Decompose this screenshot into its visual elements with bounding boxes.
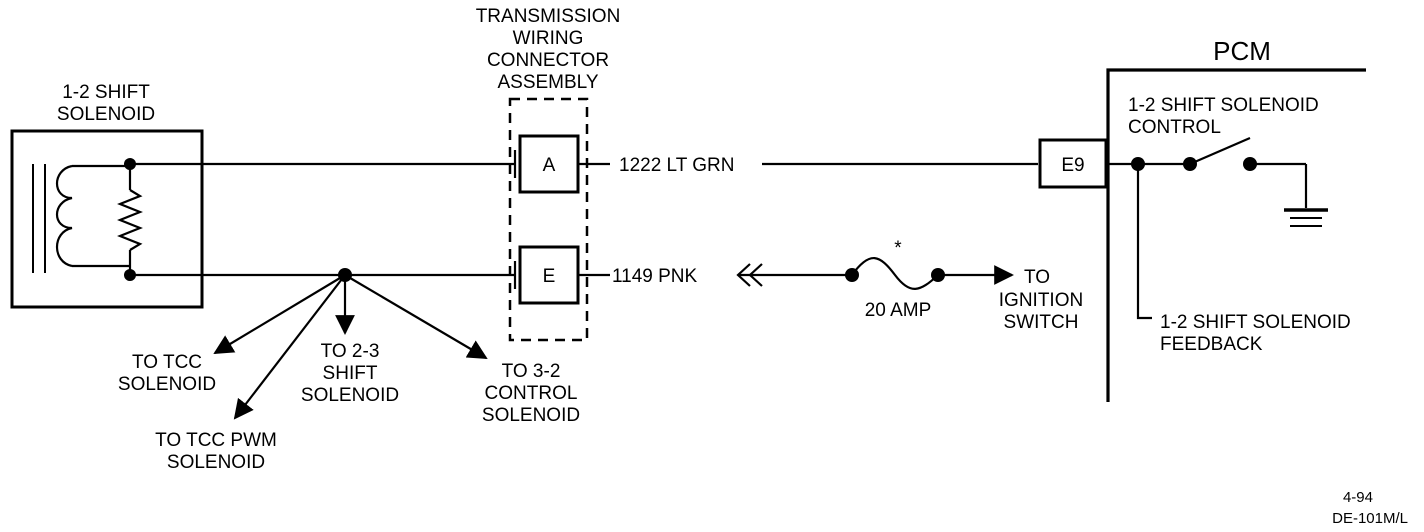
fuse-icon bbox=[851, 257, 939, 290]
pin-e-label: E bbox=[543, 266, 556, 287]
control-32-label-line-2: CONTROL bbox=[485, 383, 578, 404]
footer-date: 4-94 bbox=[1343, 489, 1373, 506]
solenoid-housing bbox=[10, 129, 204, 309]
shift-solenoid-1-2: 1-2 SHIFT SOLENOID bbox=[10, 82, 204, 309]
shift-23-label-line-2: SHIFT bbox=[323, 363, 378, 384]
feedback-label-line-2: FEEDBACK bbox=[1160, 334, 1263, 355]
ignition-label-line-1: TO bbox=[1024, 267, 1050, 288]
control-label-line-1: 1-2 SHIFT SOLENOID bbox=[1128, 95, 1319, 116]
pcm-pin-e9-box bbox=[1038, 138, 1108, 189]
ignition-label-line-3: SWITCH bbox=[1004, 312, 1079, 333]
branch-to-tcc bbox=[213, 274, 346, 355]
solenoid-title-line-1: 1-2 SHIFT bbox=[62, 82, 150, 103]
shift-23-label-line-1: TO 2-3 bbox=[321, 341, 380, 362]
transmission-connector-assembly: TRANSMISSION WIRING CONNECTOR ASSEMBLY A… bbox=[476, 6, 621, 342]
pcm-pin-e9-label: E9 bbox=[1061, 155, 1084, 176]
ground-icon bbox=[1284, 208, 1328, 227]
tcc-pwm-label-line-1: TO TCC PWM bbox=[155, 430, 277, 451]
fuse-20-amp: * 20 AMP TO IGNITION SWITCH bbox=[845, 238, 1083, 333]
upper-wire-label: 1222 LT GRN bbox=[619, 155, 734, 176]
control-32-label-line-1: TO 3-2 bbox=[502, 361, 561, 382]
tcc-label-line-2: SOLENOID bbox=[118, 374, 216, 395]
feedback-wire bbox=[1136, 164, 1152, 320]
fuse-label: 20 AMP bbox=[865, 300, 932, 321]
splice-branches: TO TCC SOLENOID TO TCC PWM SOLENOID TO 2… bbox=[118, 274, 580, 473]
branch-to-3-2-control bbox=[344, 274, 488, 360]
resistor-icon bbox=[117, 189, 143, 251]
branch-to-tcc-pwm bbox=[233, 274, 346, 420]
connector-title-line-2: WIRING bbox=[513, 28, 584, 49]
pcm-title: PCM bbox=[1213, 36, 1271, 66]
ignition-label-line-2: IGNITION bbox=[999, 290, 1083, 311]
solenoid-title-line-2: SOLENOID bbox=[57, 104, 155, 125]
control-32-label-line-3: SOLENOID bbox=[482, 405, 580, 426]
pin-e-box bbox=[518, 245, 580, 305]
connector-dashed-outline bbox=[508, 97, 589, 342]
connector-title-line-3: CONNECTOR bbox=[487, 50, 609, 71]
lower-wire-label: 1149 PNK bbox=[612, 266, 698, 287]
switch-icon bbox=[1189, 136, 1251, 166]
footer-code: DE-101M/L bbox=[1332, 510, 1408, 527]
pin-a-label: A bbox=[543, 155, 556, 176]
tcc-label-line-1: TO TCC bbox=[132, 352, 202, 373]
fuse-note-mark: * bbox=[894, 238, 902, 259]
pcm-module: PCM E9 1-2 SHIFT SOLENOID CONTROL 1-2 SH… bbox=[1038, 36, 1366, 402]
tcc-pwm-label-line-2: SOLENOID bbox=[167, 452, 265, 473]
shift-23-label-line-3: SOLENOID bbox=[301, 385, 399, 406]
control-label-line-2: CONTROL bbox=[1128, 117, 1221, 138]
feedback-label-line-1: 1-2 SHIFT SOLENOID bbox=[1160, 312, 1351, 333]
connector-title-line-4: ASSEMBLY bbox=[497, 72, 598, 93]
connector-title-line-1: TRANSMISSION bbox=[476, 6, 621, 27]
pin-a-box bbox=[518, 134, 580, 194]
solenoid-coil-icon bbox=[56, 164, 73, 268]
pcm-border bbox=[1106, 68, 1366, 402]
